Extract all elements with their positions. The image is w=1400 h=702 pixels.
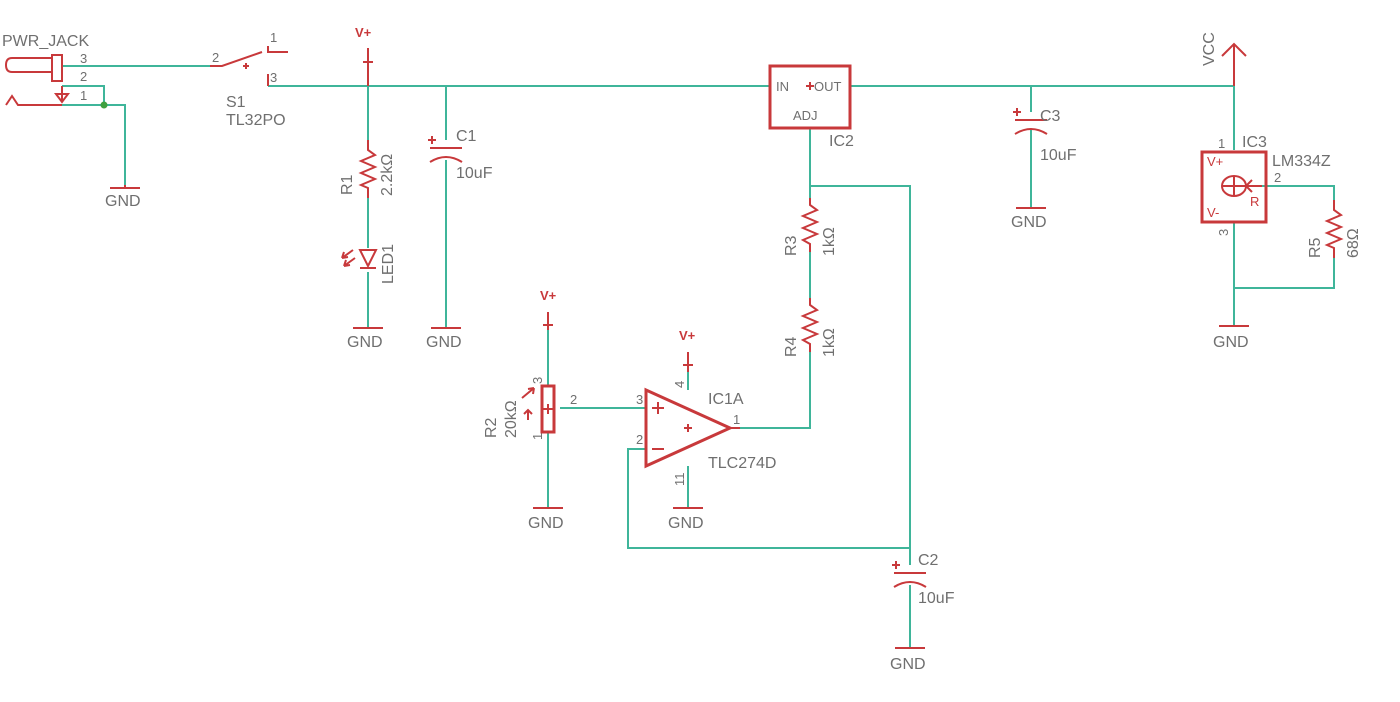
capacitor-c2: C2 10uF [892,552,955,607]
r5-name: R5 [1307,237,1324,258]
ic3-value: LM334Z [1272,153,1331,170]
switch-s1: 2 1 3 S1 TL32PO [210,30,288,129]
capacitor-c1: C1 10uF [428,128,493,182]
led1-name: LED1 [380,244,397,284]
c3-value: 10uF [1040,147,1077,164]
ic2-name: IC2 [829,133,854,150]
ic2-adj-label: ADJ [793,108,818,123]
resistor-r3: R3 1kΩ [783,198,838,256]
gnd-label: GND [528,515,564,532]
r2-name: R2 [483,417,500,438]
vplus-symbol-r2: V+ [540,288,557,330]
gnd-symbol-ic1a: GND [668,507,704,532]
ic3-vplus-label: V+ [1207,154,1223,169]
ic3-pin-3: 3 [1216,229,1231,236]
gnd-symbol-jack: GND [105,185,141,210]
s1-pin-3: 3 [270,70,277,85]
junction-dot [100,101,108,109]
resistor-r1: R1 2.2kΩ [339,140,396,198]
ic3-name: IC3 [1242,134,1267,151]
c1-name: C1 [456,128,477,145]
ic1a-pin-3: 3 [636,392,643,407]
wires [62,55,1335,648]
ic1a-name: IC1A [708,391,744,408]
resistor-r5: R5 68Ω [1307,200,1362,258]
s1-pin-1: 1 [270,30,277,45]
ic2-out-label: OUT [814,79,842,94]
ic3-pin-1: 1 [1218,136,1225,151]
gnd-symbol-ic3: GND [1213,325,1249,351]
ic3-r-label: R [1250,194,1259,209]
c2-value: 10uF [918,590,955,607]
vplus-label: V+ [355,25,372,40]
vplus-label: V+ [540,288,557,303]
gnd-symbol-c3: GND [1011,207,1047,231]
r4-value: 1kΩ [821,328,838,357]
led1: LED1 [341,244,397,284]
current-source-ic3: V+ V- R 1 2 3 IC3 LM334Z [1200,134,1331,236]
gnd-symbol-r2: GND [528,507,564,532]
ic2-in-label: IN [776,79,789,94]
ic1a-pin-11: 11 [672,473,687,487]
vcc-label: VCC [1201,32,1218,66]
opamp-ic1a: 3 2 4 11 1 IC1A TLC274D [636,381,776,486]
gnd-symbol-led: GND [347,327,383,351]
capacitor-c3: C3 10uF [1013,108,1077,164]
ic1a-pin-1: 1 [733,412,740,427]
gnd-symbol-c1: GND [426,327,462,351]
s1-value: TL32PO [226,112,286,129]
pwr-jack-name: PWR_JACK [2,33,89,50]
r2-pin-1: 1 [530,433,545,440]
ic1a-value: TLC274D [708,455,776,472]
regulator-ic2: IN OUT ADJ IC2 [768,64,854,150]
r3-name: R3 [783,235,800,256]
pwr-jack: PWR_JACK 3 2 1 [2,33,89,106]
c3-name: C3 [1040,108,1061,125]
ic3-vminus-label: V- [1207,205,1219,220]
s1-name: S1 [226,94,246,111]
ic1a-pin-2: 2 [636,432,643,447]
gnd-label: GND [1011,214,1047,231]
gnd-label: GND [105,193,141,210]
pwr-jack-pin-2: 2 [80,69,87,84]
r1-value: 2.2kΩ [379,154,396,196]
r3-value: 1kΩ [821,227,838,256]
pwr-jack-pin-3: 3 [80,51,87,66]
vplus-symbol-ic1a: V+ [679,328,696,372]
ic1a-pin-4: 4 [672,381,687,388]
gnd-label: GND [890,656,926,673]
r5-value: 68Ω [1345,228,1362,258]
r4-name: R4 [783,336,800,357]
gnd-label: GND [347,334,383,351]
vplus-label: V+ [679,328,696,343]
ic3-pin-2: 2 [1274,170,1281,185]
vcc-symbol: VCC [1201,32,1247,86]
gnd-symbol-c2: GND [890,647,926,673]
r1-name: R1 [339,174,356,195]
c2-name: C2 [918,552,939,569]
pwr-jack-pin-1: 1 [80,88,87,103]
gnd-label: GND [1213,334,1249,351]
resistor-r4: R4 1kΩ [783,298,838,357]
r2-value: 20kΩ [503,400,520,438]
gnd-label: GND [426,334,462,351]
c1-value: 10uF [456,165,493,182]
gnd-label: GND [668,515,704,532]
potentiometer-r2: 3 2 1 R2 20kΩ [483,377,577,440]
vplus-symbol-r1: V+ [355,25,373,86]
r2-pin-2: 2 [570,392,577,407]
s1-pin-2: 2 [212,50,219,65]
r2-pin-3: 3 [530,377,545,384]
